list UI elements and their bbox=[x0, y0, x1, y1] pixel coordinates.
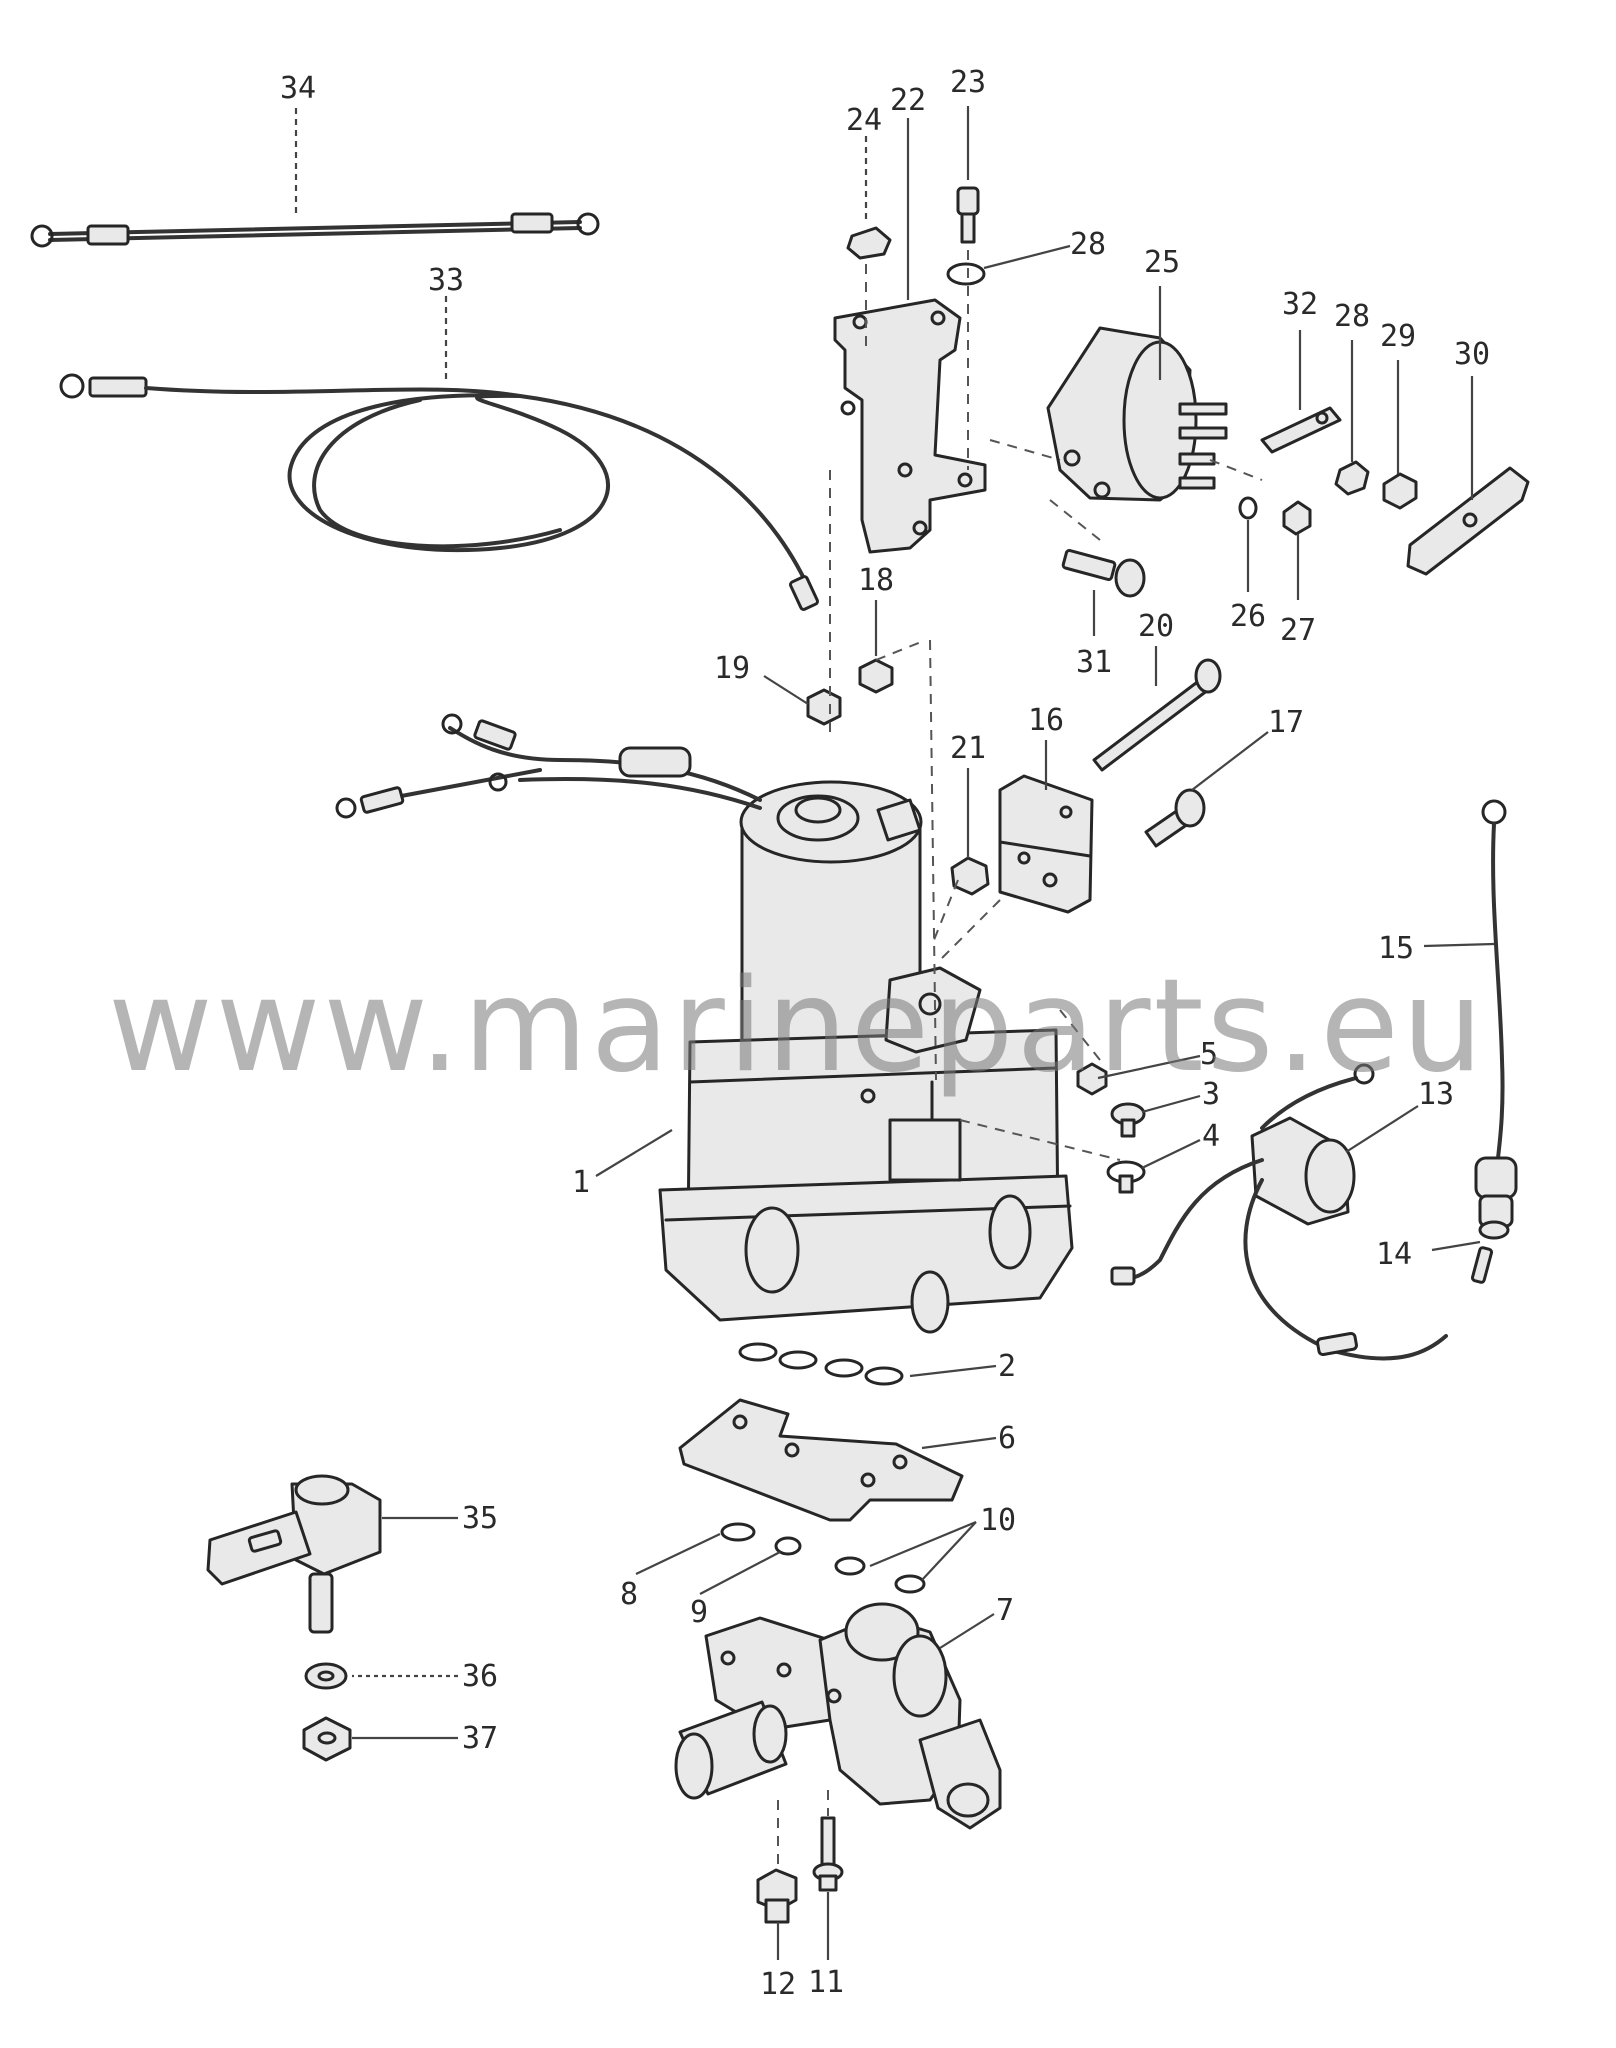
callout-32: 32 bbox=[1282, 287, 1318, 322]
part-31-bolt bbox=[1061, 549, 1146, 598]
part-5-screw bbox=[1076, 1062, 1108, 1096]
part-20-long-screw bbox=[1092, 658, 1222, 772]
callout-4: 4 bbox=[1202, 1119, 1220, 1154]
callout-leader-lines bbox=[294, 106, 1495, 1960]
part-16-bracket bbox=[998, 774, 1094, 914]
callout-26: 26 bbox=[1230, 599, 1266, 634]
part-7-valve-body bbox=[674, 1602, 1002, 1830]
part-28-nut bbox=[1334, 460, 1370, 496]
callout-7: 7 bbox=[996, 1593, 1014, 1628]
part-11-screw bbox=[812, 1816, 844, 1892]
callout-8: 8 bbox=[620, 1577, 638, 1612]
part-33-cable bbox=[59, 373, 820, 611]
part-9-ring bbox=[774, 1536, 802, 1556]
callout-17: 17 bbox=[1268, 705, 1304, 740]
callout-10: 10 bbox=[980, 1503, 1016, 1538]
part-34-cable bbox=[30, 212, 600, 248]
part-30-strap bbox=[1406, 466, 1530, 576]
callout-35: 35 bbox=[462, 1501, 498, 1536]
callout-29: 29 bbox=[1380, 319, 1416, 354]
callout-14: 14 bbox=[1376, 1237, 1412, 1272]
part-32-plate bbox=[1260, 406, 1342, 454]
part-36-lockwasher bbox=[304, 1662, 348, 1690]
callout-28-lower: 28 bbox=[1334, 299, 1370, 334]
part-14-screw bbox=[1470, 1246, 1494, 1284]
callout-1: 1 bbox=[572, 1165, 590, 1200]
part-35-terminal bbox=[206, 1474, 382, 1634]
part-13-relay bbox=[1110, 1063, 1448, 1361]
part-23-screw bbox=[956, 186, 980, 244]
callout-27: 27 bbox=[1280, 613, 1316, 648]
callout-3: 3 bbox=[1202, 1077, 1220, 1112]
callout-16: 16 bbox=[1028, 703, 1064, 738]
part-2-o-rings bbox=[738, 1342, 904, 1386]
callout-6: 6 bbox=[998, 1421, 1016, 1456]
callout-23: 23 bbox=[950, 65, 986, 100]
assembly-dashed-lines bbox=[777, 250, 1263, 1868]
part-21-nut bbox=[950, 856, 990, 896]
part-19-nut bbox=[806, 688, 842, 726]
part-4-washer bbox=[1106, 1160, 1146, 1194]
part-29-nut bbox=[1382, 472, 1418, 510]
callout-34: 34 bbox=[280, 71, 316, 106]
part-24-nut bbox=[846, 226, 892, 260]
part-25-solenoid bbox=[1046, 326, 1228, 502]
callout-11: 11 bbox=[808, 1965, 844, 2000]
callout-28-upper: 28 bbox=[1070, 227, 1106, 262]
part-10-ring-b bbox=[894, 1574, 926, 1594]
callout-9: 9 bbox=[690, 1595, 708, 1630]
part-22-bracket bbox=[833, 298, 987, 554]
part-27-nut bbox=[1282, 500, 1312, 536]
part-17-screw bbox=[1144, 788, 1206, 848]
part-1-pump-motor bbox=[335, 713, 1074, 1334]
callout-37: 37 bbox=[462, 1721, 498, 1756]
callout-19: 19 bbox=[714, 651, 750, 686]
callout-36: 36 bbox=[462, 1659, 498, 1694]
callout-20: 20 bbox=[1138, 609, 1174, 644]
callout-15: 15 bbox=[1378, 931, 1414, 966]
part-3-screw bbox=[1110, 1102, 1146, 1138]
callout-31: 31 bbox=[1076, 645, 1112, 680]
callout-30: 30 bbox=[1454, 337, 1490, 372]
callout-33: 33 bbox=[428, 263, 464, 298]
part-37-nut bbox=[302, 1716, 352, 1762]
callout-2: 2 bbox=[998, 1349, 1016, 1384]
callout-13: 13 bbox=[1418, 1077, 1454, 1112]
callout-labels: 34 33 24 22 23 28 25 32 28 29 30 26 27 1… bbox=[280, 65, 1490, 2002]
part-12-plug bbox=[756, 1868, 798, 1924]
part-15-sender bbox=[1474, 799, 1518, 1240]
part-28-washer-upper bbox=[946, 262, 986, 286]
callout-5: 5 bbox=[1200, 1037, 1218, 1072]
part-26-washer bbox=[1238, 496, 1258, 520]
callout-22: 22 bbox=[890, 83, 926, 118]
part-8-ring bbox=[720, 1522, 756, 1542]
callout-12: 12 bbox=[760, 1967, 796, 2002]
part-10-ring-a bbox=[834, 1556, 866, 1576]
callout-25: 25 bbox=[1144, 245, 1180, 280]
callout-24: 24 bbox=[846, 103, 882, 138]
callout-18: 18 bbox=[858, 563, 894, 598]
part-18-nut bbox=[858, 658, 894, 694]
callout-21: 21 bbox=[950, 731, 986, 766]
part-6-plate bbox=[678, 1398, 964, 1522]
